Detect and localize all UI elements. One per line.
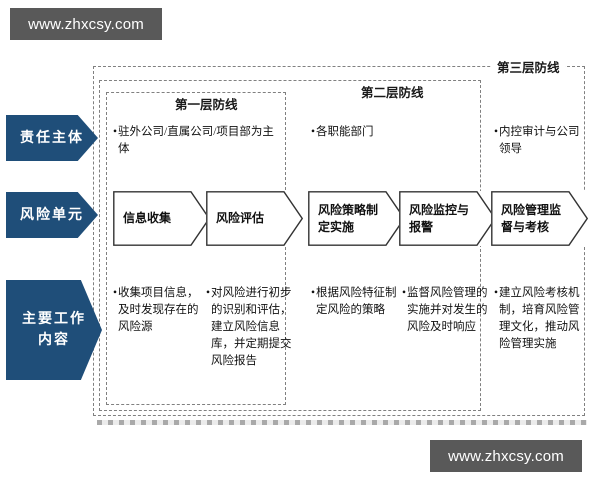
defense-title-layer1: 第一层防线 — [170, 99, 243, 112]
process-step-2[interactable]: 风险评估 — [206, 191, 303, 246]
row-label-risk-unit-text: 风险单元 — [20, 207, 84, 223]
work-content-cell-2: • 对风险进行初步的识别和评估，建立风险信息库，并定期提交风险报告 — [206, 285, 294, 370]
chevron-shape-icon — [399, 191, 496, 246]
work-content-cell-3: • 根据风险特征制定风险的策略 — [311, 285, 401, 319]
row-label-risk-unit: 风险单元 — [6, 192, 98, 238]
process-step-3[interactable]: 风险策略制定实施 — [308, 191, 405, 246]
process-step-4-label: 风险监控与报警 — [409, 202, 470, 234]
bottom-divider-strip — [97, 420, 587, 425]
process-step-5-label: 风险管理监督与考核 — [501, 202, 562, 234]
work-content-text-3: 根据风险特征制定风险的策略 — [316, 287, 397, 317]
work-content-text-5: 建立风险考核机制，培育风险管理文化，推动风险管理实施 — [499, 287, 580, 351]
chevron-shape-icon — [113, 191, 210, 246]
chevron-shape-icon — [491, 191, 588, 246]
defense-title-layer2: 第二层防线 — [356, 87, 429, 100]
row-label-main-work-content: 主要工作 内容 — [6, 280, 102, 380]
bullet-icon: • — [494, 287, 499, 299]
defense-boundary-layer1 — [106, 92, 286, 405]
responsible-subject-text-1: 驻外公司/直属公司/项目部为主体 — [118, 126, 274, 156]
bullet-icon: • — [113, 126, 118, 138]
process-step-3-label: 风险策略制定实施 — [318, 202, 379, 234]
row-label-main-work-line2: 内容 — [38, 333, 70, 348]
row-label-responsible-subject: 责任主体 — [6, 115, 98, 161]
responsible-subject-text-3: 内控审计与公司领导 — [499, 126, 580, 156]
work-content-cell-4: • 监督风险管理的实施并对发生的风险及时响应 — [402, 285, 490, 336]
chevron-shape-icon — [308, 191, 405, 246]
work-content-text-2: 对风险进行初步的识别和评估，建立风险信息库，并定期提交风险报告 — [211, 287, 292, 368]
bullet-icon: • — [311, 287, 316, 299]
responsible-subject-text-2: 各职能部门 — [316, 126, 374, 138]
bullet-icon: • — [206, 287, 211, 299]
process-step-5[interactable]: 风险管理监督与考核 — [491, 191, 588, 246]
process-step-2-label: 风险评估 — [216, 211, 265, 226]
bullet-icon: • — [113, 287, 118, 299]
process-step-1[interactable]: 信息收集 — [113, 191, 210, 246]
bullet-icon: • — [311, 126, 316, 138]
watermark-top: www.zhxcsy.com — [10, 8, 162, 40]
defense-title-layer3: 第三层防线 — [492, 62, 565, 75]
bullet-icon: • — [402, 287, 407, 299]
process-step-1-label: 信息收集 — [123, 211, 172, 226]
work-content-text-1: 收集项目信息，及时发现存在的风险源 — [118, 287, 199, 334]
row-label-main-work-line1: 主要工作 — [22, 312, 86, 327]
row-label-responsible-subject-text: 责任主体 — [20, 130, 84, 146]
work-content-cell-5: • 建立风险考核机制，培育风险管理文化，推动风险管理实施 — [494, 285, 584, 353]
responsible-subject-cell-3: • 内控审计与公司领导 — [494, 124, 586, 158]
watermark-bottom: www.zhxcsy.com — [430, 440, 582, 472]
work-content-text-4: 监督风险管理的实施并对发生的风险及时响应 — [407, 287, 488, 334]
responsible-subject-cell-1: • 驻外公司/直属公司/项目部为主体 — [113, 124, 281, 158]
bullet-icon: • — [494, 126, 499, 138]
chevron-shape-icon — [206, 191, 303, 246]
work-content-cell-1: • 收集项目信息，及时发现存在的风险源 — [113, 285, 199, 336]
process-step-4[interactable]: 风险监控与报警 — [399, 191, 496, 246]
responsible-subject-cell-2: • 各职能部门 — [311, 124, 471, 141]
